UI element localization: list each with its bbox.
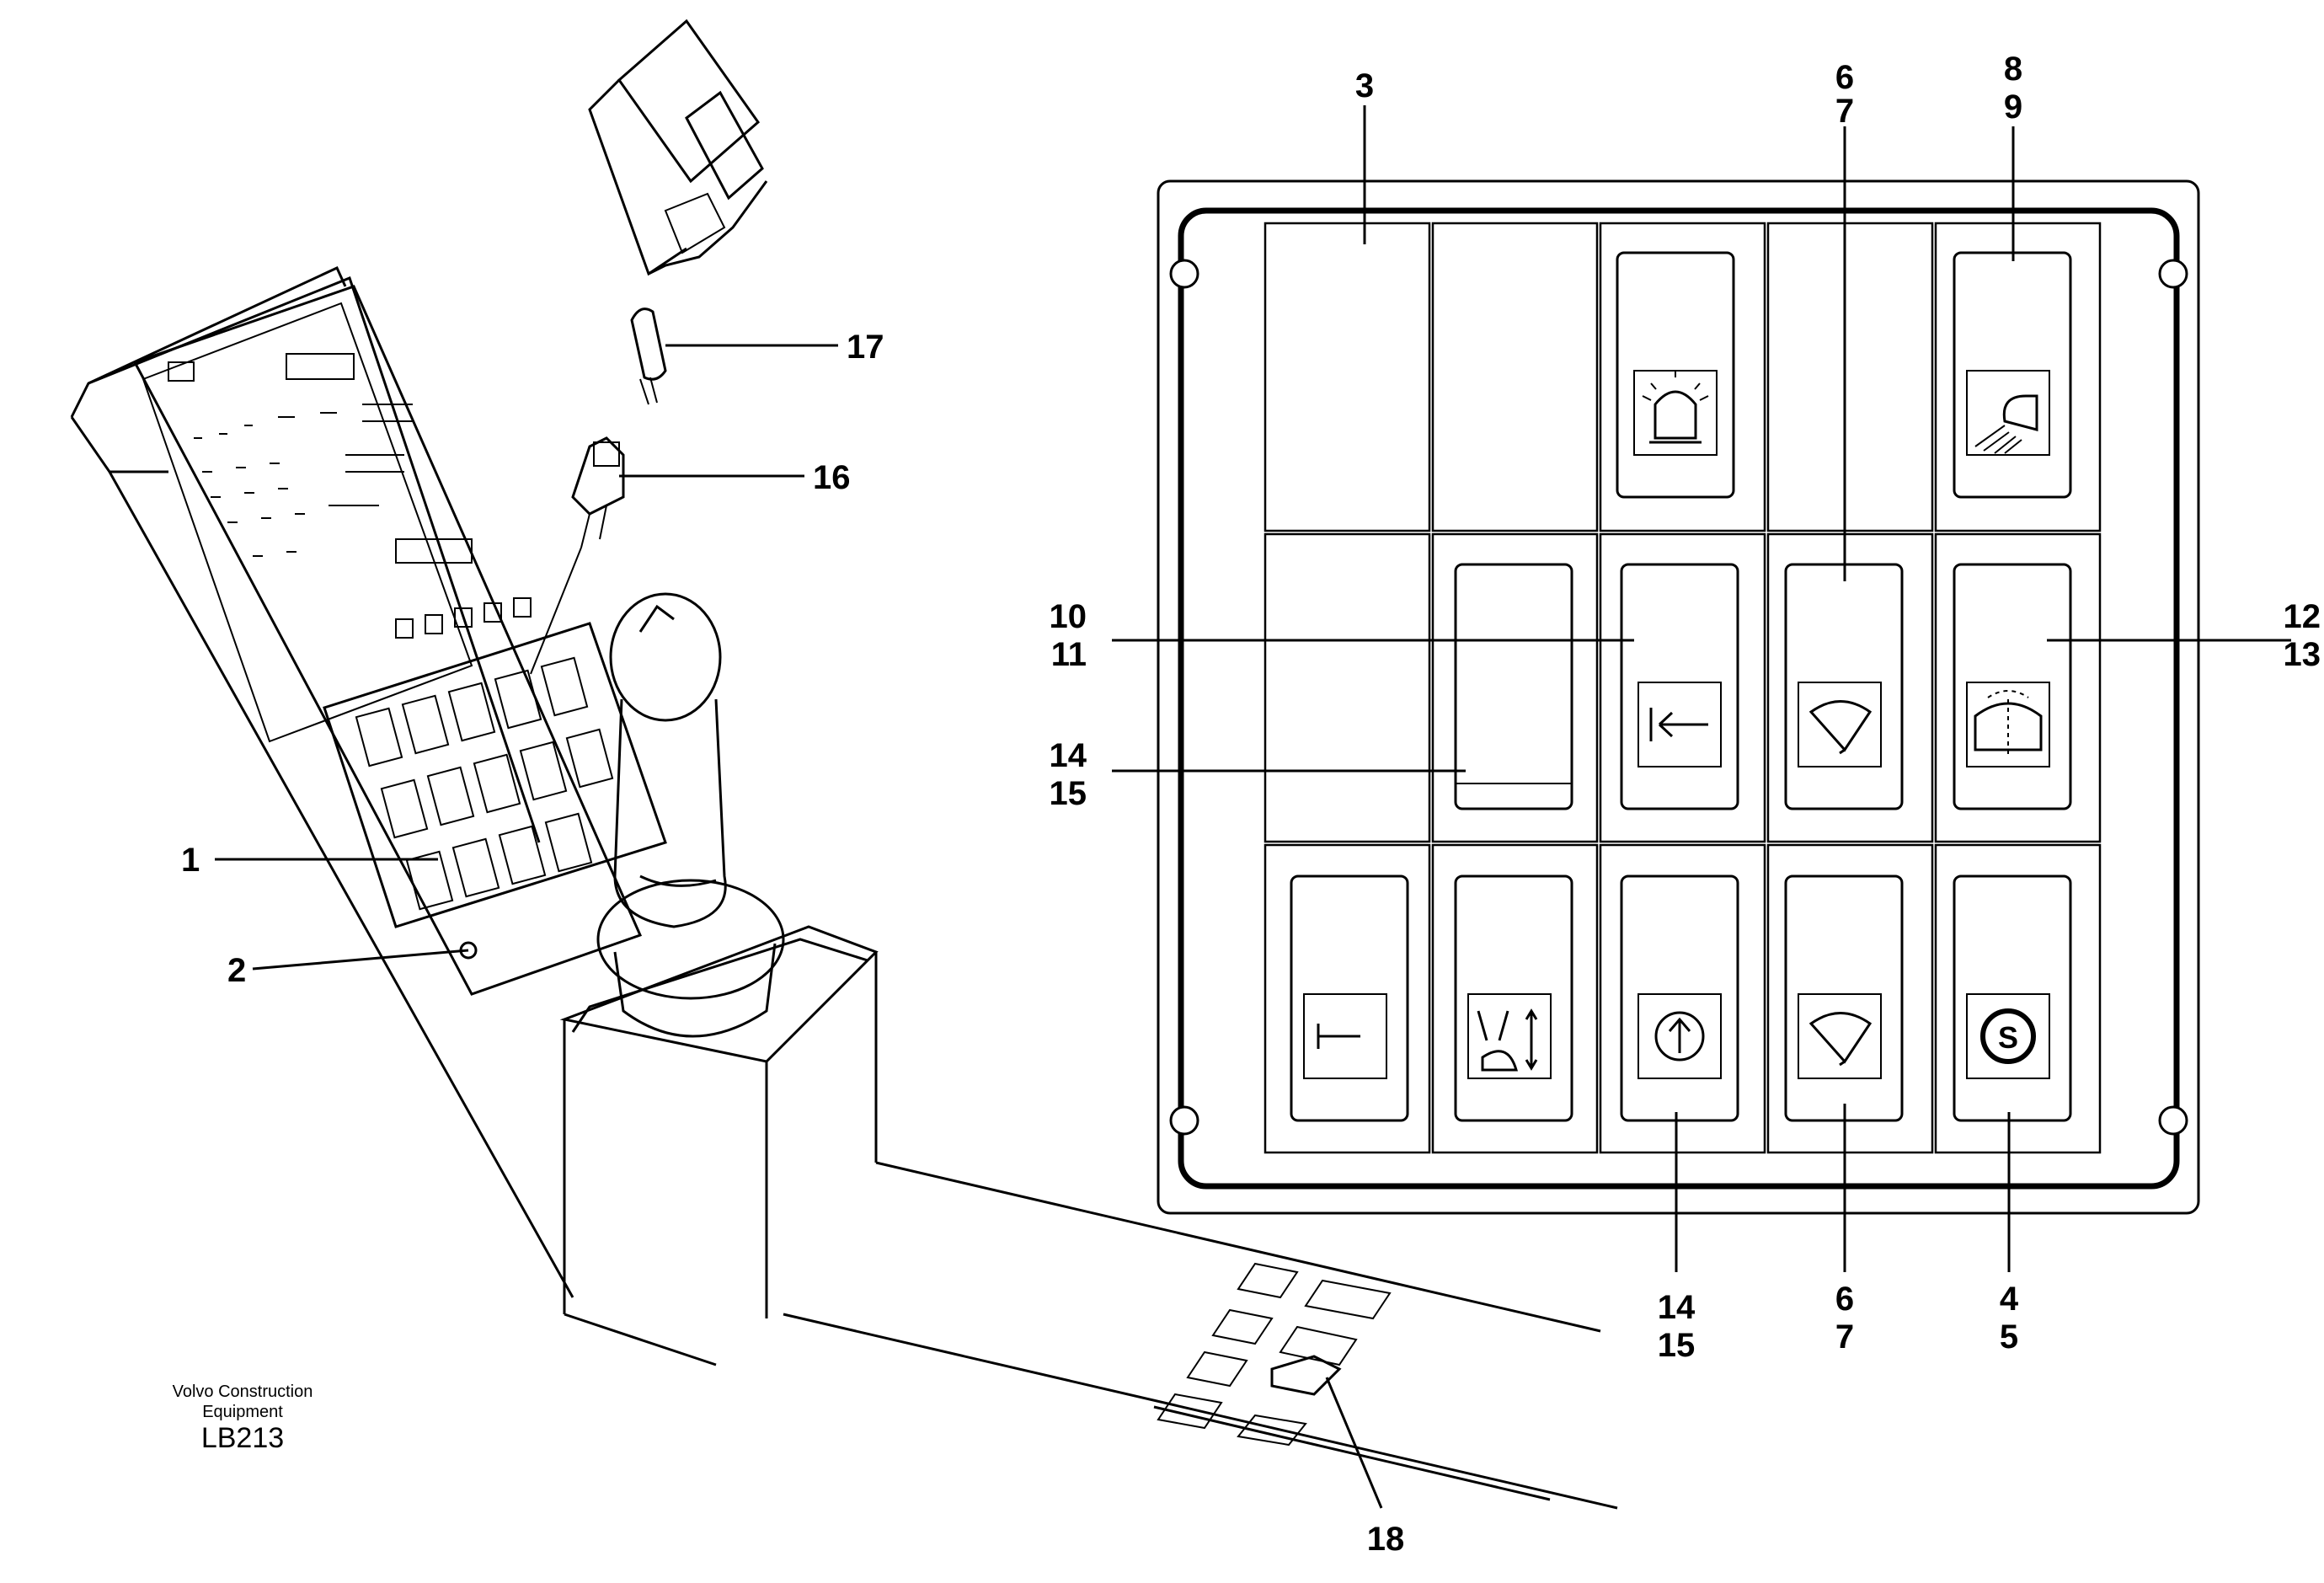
- switch-hammer[interactable]: [1290, 874, 1409, 1122]
- credit-company: Volvo Construction: [173, 1382, 313, 1401]
- switch-cell: [1431, 222, 1599, 532]
- joystick-lever: [596, 592, 785, 1038]
- callout-12: 12: [2284, 598, 2321, 635]
- floor-switch-cluster: [1157, 1262, 1392, 1447]
- callout-5: 5: [2000, 1318, 2018, 1356]
- switch-cell: [1264, 222, 1431, 532]
- callout-10: 10: [1050, 598, 1087, 635]
- drawing-code: LB213: [201, 1422, 284, 1454]
- operator-console-illustration: [70, 19, 1618, 1510]
- credit-company-sub: Equipment: [202, 1403, 283, 1421]
- switch-parking-brake[interactable]: S: [1953, 874, 2072, 1122]
- hammer-icon: [1317, 1024, 1360, 1049]
- rocker-switch-exploded: [588, 19, 768, 276]
- callout-7-top: 7: [1835, 93, 1854, 130]
- mount-hole: [2158, 259, 2188, 289]
- callout-6-top: 6: [1835, 59, 1854, 96]
- switch-attachment-lock[interactable]: [1454, 874, 1573, 1122]
- switch-10-11[interactable]: [1620, 563, 1739, 810]
- callout-18: 18: [1367, 1521, 1405, 1558]
- console-indicators: [168, 353, 473, 564]
- callout-16: 16: [813, 459, 851, 496]
- switch-14-15-lower[interactable]: [1620, 874, 1739, 1122]
- callout-3: 3: [1355, 67, 1374, 104]
- attachment-lock-icon: [1477, 1008, 1538, 1072]
- callout-4: 4: [2000, 1281, 2019, 1318]
- wiper-interval-icon: [1974, 702, 2043, 751]
- switch-12-13[interactable]: [1953, 563, 2072, 810]
- mount-hole: [1169, 259, 1199, 289]
- callout-14-bottom: 14: [1658, 1289, 1696, 1326]
- switch-cell: [1766, 222, 1934, 532]
- callout-1: 1: [181, 842, 200, 879]
- bulb: [630, 308, 667, 405]
- console-switch-grid: [323, 622, 667, 960]
- arrow-left-stop-icon: [1649, 708, 1708, 741]
- callout-11: 11: [1051, 636, 1087, 673]
- wiper-icon: [1808, 700, 1873, 755]
- callout-15-left: 15: [1050, 775, 1087, 812]
- joystick-base: [559, 925, 879, 1366]
- callout-2: 2: [227, 952, 246, 989]
- credit-block: Volvo Construction Equipment LB213: [173, 1382, 313, 1454]
- callout-14-left: 14: [1050, 737, 1087, 774]
- armrest-rail: [783, 1161, 1618, 1510]
- callout-7-bottom: 7: [1835, 1318, 1854, 1356]
- callout-9: 9: [2004, 88, 2022, 126]
- switch-panel-detail: S: [1157, 179, 2200, 1215]
- switch-14-15-middle[interactable]: [1454, 563, 1573, 810]
- switch-6-7-lower[interactable]: [1784, 874, 1904, 1122]
- wiper-icon: [1808, 1012, 1873, 1067]
- parking-brake-icon: S: [1998, 1020, 2018, 1055]
- switch-work-light[interactable]: [1953, 251, 2072, 499]
- console-small-buttons: [395, 597, 532, 639]
- switch-beacon[interactable]: [1616, 251, 1735, 499]
- callout-8: 8: [2004, 51, 2022, 88]
- work-light-icon: [2002, 394, 2038, 431]
- callout-6-bottom: 6: [1835, 1281, 1854, 1318]
- panel-bezel: [1178, 207, 2180, 1190]
- bulb-holder: [571, 436, 625, 548]
- switch-6-7-upper[interactable]: [1784, 563, 1904, 810]
- mount-hole: [2158, 1105, 2188, 1136]
- arrow-up-circle-icon: [1668, 1017, 1691, 1053]
- rotating-beacon-icon: [1642, 371, 1709, 401]
- callout-13: 13: [2284, 636, 2321, 673]
- callout-labels: 1 2 3 6 7 8 9 10 11 12 13 14 15 14 15 6 …: [181, 51, 2321, 1558]
- callout-15-bottom: 15: [1658, 1327, 1696, 1364]
- leader-lines: [215, 105, 2291, 1509]
- switch-cell: [1264, 532, 1431, 843]
- callout-17: 17: [847, 329, 884, 366]
- mount-hole: [1169, 1105, 1199, 1136]
